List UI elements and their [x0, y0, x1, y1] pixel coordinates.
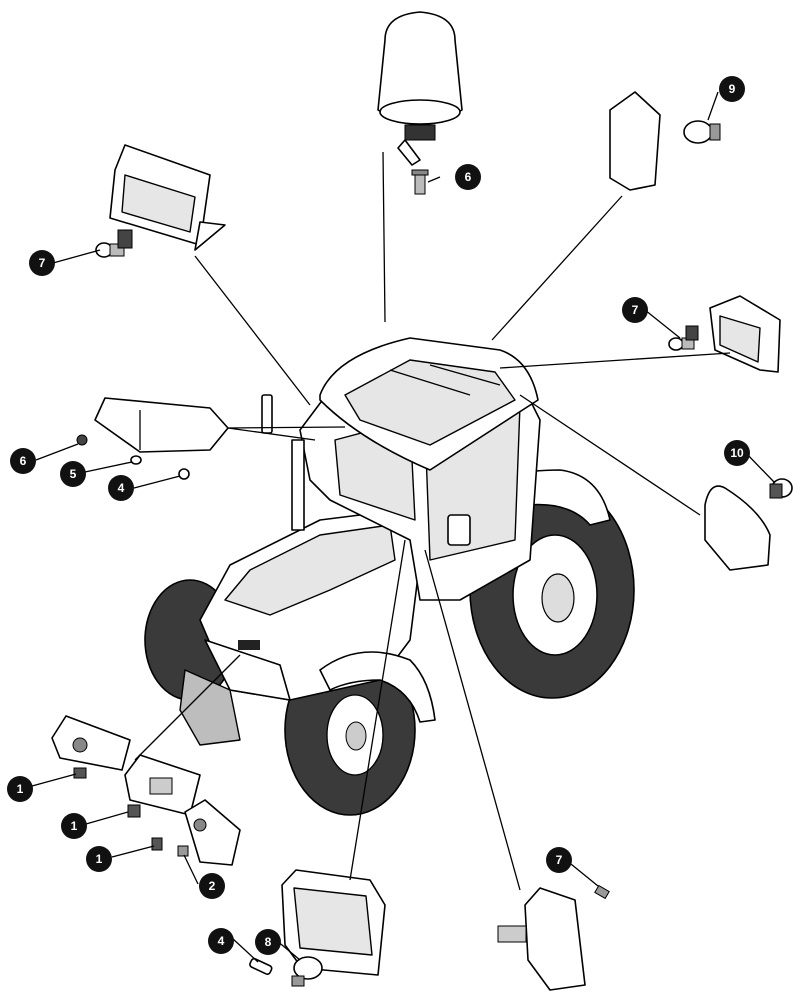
svg-text:7: 7 — [556, 853, 563, 867]
rear-lamp-bottom-right — [524, 887, 586, 991]
tractor — [144, 337, 635, 816]
roof-marker-lamp — [609, 91, 661, 191]
front-cab-light — [94, 397, 229, 453]
callout-2: 2 — [199, 873, 225, 899]
rotating-beacon — [377, 11, 463, 166]
svg-text:8: 8 — [265, 935, 272, 949]
svg-text:1: 1 — [96, 852, 103, 866]
svg-text:7: 7 — [39, 256, 46, 270]
exhaust-pipe — [291, 439, 305, 531]
bulb-10 — [769, 478, 793, 499]
svg-text:9: 9 — [729, 82, 736, 96]
callout-6-beacon: 6 — [455, 164, 481, 190]
callout-1-a: 1 — [7, 776, 33, 802]
svg-text:4: 4 — [218, 934, 225, 948]
callout-9: 9 — [719, 76, 745, 102]
callout-7-left: 7 — [29, 250, 55, 276]
front-grille — [179, 669, 241, 746]
work-lamp-right — [709, 295, 781, 373]
svg-text:7: 7 — [632, 303, 639, 317]
bulb-6-small — [76, 434, 88, 446]
svg-text:4: 4 — [118, 481, 125, 495]
lamp-bracket — [497, 925, 527, 943]
work-lamp-top-left — [109, 144, 226, 251]
front-lamp-3 — [184, 799, 241, 866]
bulb-1b — [127, 804, 141, 818]
bulb-8 — [291, 956, 323, 987]
rear-lamp-lens — [281, 869, 386, 976]
roof-panel — [344, 359, 516, 446]
side-indicator-right — [704, 485, 771, 571]
callout-6-left: 6 — [10, 448, 36, 474]
bulb-7-left — [95, 229, 133, 258]
front-fender — [319, 651, 436, 723]
callout-8: 8 — [255, 929, 281, 955]
bulb-7-bottom — [594, 884, 610, 900]
side-mirror — [447, 514, 471, 546]
callout-7-right: 7 — [622, 297, 648, 323]
callout-4-bottom: 4 — [208, 928, 234, 954]
svg-text:1: 1 — [17, 782, 24, 796]
leader-lines — [31, 91, 775, 963]
svg-text:1: 1 — [71, 819, 78, 833]
callout-10: 10 — [724, 440, 750, 466]
beacon-bolt — [411, 169, 429, 195]
callout-5: 5 — [60, 461, 86, 487]
callout-4-left: 4 — [108, 475, 134, 501]
front-light-slot — [238, 640, 260, 650]
bulb-9 — [683, 120, 721, 144]
svg-text:6: 6 — [20, 454, 27, 468]
bulb-7-right — [668, 325, 699, 351]
bulb-5 — [130, 455, 142, 465]
callout-1-b: 1 — [61, 813, 87, 839]
callout-7-bottom: 7 — [546, 847, 572, 873]
bulb-4-small — [178, 468, 190, 480]
svg-text:2: 2 — [209, 879, 216, 893]
hood-top — [224, 524, 396, 616]
svg-text:6: 6 — [465, 170, 472, 184]
bulb-4-bottom — [249, 957, 273, 975]
front-lamp-1 — [51, 715, 131, 771]
bulb-2 — [177, 845, 189, 857]
bulb-1a — [73, 767, 87, 779]
svg-text:5: 5 — [70, 467, 77, 481]
bulb-1c — [151, 837, 163, 851]
svg-text:10: 10 — [730, 446, 744, 460]
callout-1-c: 1 — [86, 846, 112, 872]
